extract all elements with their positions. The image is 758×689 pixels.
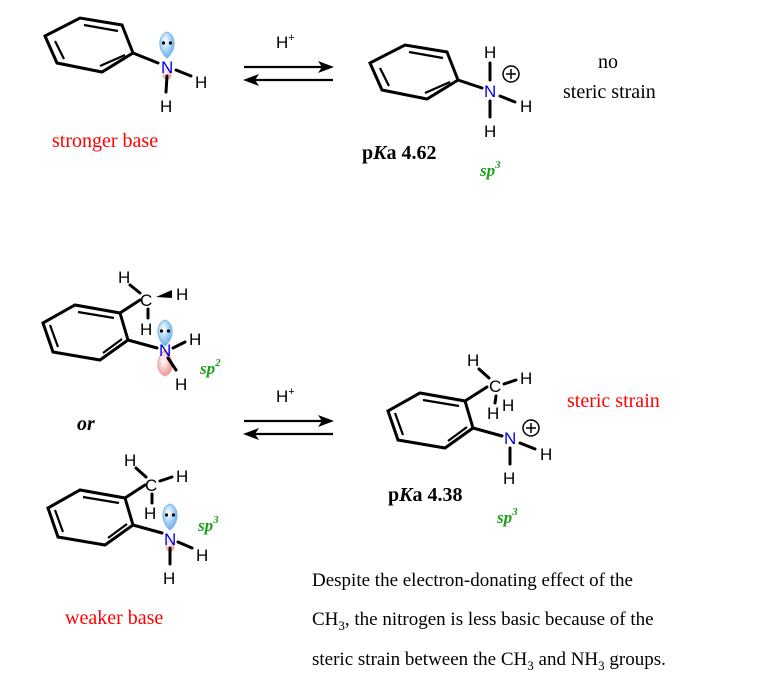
- anilinium-molecule: N H H H: [368, 43, 532, 141]
- weaker-base-label: weaker base: [65, 607, 163, 629]
- no-steric-strain-label: steric strain: [563, 81, 656, 103]
- hybridization-top: sp3: [479, 159, 501, 180]
- positive-charge-icon: [522, 419, 540, 437]
- atom-c: C: [489, 377, 501, 396]
- toluidinium-molecule: C H H H H N H H: [386, 351, 552, 488]
- atom-h: H: [484, 43, 496, 62]
- steric-strain-label: steric strain: [567, 390, 660, 412]
- atom-h: H: [520, 97, 532, 116]
- atom-h: H: [175, 375, 187, 394]
- reagent-label: H+: [276, 386, 295, 406]
- atom-c: C: [145, 476, 157, 495]
- positive-charge-icon: [502, 65, 520, 83]
- equilibrium-arrows-top: H+: [243, 32, 334, 86]
- toluidine-sp3-conformer: C H H H N H H: [46, 451, 208, 588]
- pka-bottom: pKa 4.38: [388, 484, 462, 506]
- explanation-line-2: CH3, the nitrogen is less basic because …: [312, 609, 654, 633]
- hybridization-product-bottom: sp3: [496, 506, 518, 527]
- atom-h: H: [118, 268, 130, 287]
- toluidine-sp2-conformer: C H H H N H H: [41, 268, 201, 394]
- atom-h: H: [196, 546, 208, 565]
- atom-h: H: [140, 320, 152, 339]
- explanation-line-3: steric strain between the CH3 and NH3 gr…: [312, 649, 666, 673]
- atom-h: H: [502, 396, 514, 415]
- or-label: or: [77, 413, 95, 435]
- atom-h: H: [487, 404, 499, 423]
- atom-c: C: [140, 291, 152, 310]
- atom-n: N: [484, 82, 496, 101]
- atom-h: H: [195, 73, 207, 92]
- atom-h: H: [124, 451, 136, 470]
- hybridization-sp3-reactant: sp3: [197, 514, 219, 535]
- atom-h: H: [176, 285, 188, 304]
- atom-n: N: [159, 341, 171, 360]
- atom-h: H: [540, 445, 552, 464]
- no-label: no: [598, 51, 618, 73]
- explanation-line-1: Despite the electron-donating effect of …: [312, 570, 633, 591]
- atom-h: H: [160, 97, 172, 116]
- atom-h: H: [484, 122, 496, 141]
- reagent-label: H+: [276, 32, 295, 52]
- atom-h: H: [503, 469, 515, 488]
- equilibrium-arrows-bottom: H+: [243, 386, 334, 440]
- atom-n: N: [161, 58, 173, 77]
- atom-h: H: [520, 369, 532, 388]
- stronger-base-label: stronger base: [52, 130, 158, 152]
- explanation-text: Despite the electron-donating effect of …: [312, 570, 666, 673]
- aniline-molecule: N H H: [43, 16, 207, 116]
- pka-top: pKa 4.62: [362, 142, 436, 164]
- atom-h: H: [189, 330, 201, 349]
- atom-h: H: [176, 467, 188, 486]
- atom-h: H: [467, 351, 479, 370]
- atom-h: H: [163, 569, 175, 588]
- atom-n: N: [164, 530, 176, 549]
- hybridization-sp2: sp2: [199, 357, 221, 378]
- atom-n: N: [504, 429, 516, 448]
- atom-h: H: [144, 504, 156, 523]
